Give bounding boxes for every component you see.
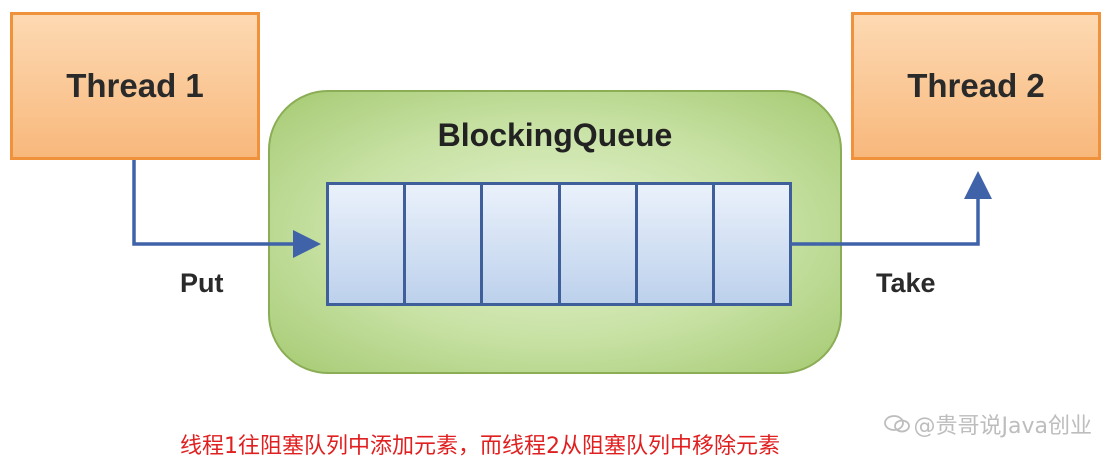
chat-bubble-icon — [883, 415, 910, 433]
queue-slot — [560, 185, 638, 303]
queue-slot — [714, 185, 790, 303]
take-arrow — [790, 171, 992, 246]
blocking-queue-container: BlockingQueue — [268, 90, 842, 374]
queue-slot — [329, 185, 407, 303]
thread-1-label: Thread 1 — [66, 67, 204, 104]
put-label: Put — [180, 268, 224, 298]
queue-slot — [406, 185, 484, 303]
watermark: @贵哥说Java创业 — [883, 408, 1092, 440]
queue-slot — [483, 185, 561, 303]
thread-1-box: Thread 1 — [10, 12, 260, 160]
diagram-caption: 线程1往阻塞队列中添加元素，而线程2从阻塞队列中移除元素 — [180, 434, 780, 459]
queue-slots — [326, 182, 792, 306]
thread-2-box: Thread 2 — [851, 12, 1101, 160]
watermark-text: @贵哥说Java创业 — [913, 414, 1092, 439]
put-arrow — [132, 160, 321, 258]
queue-slot — [637, 185, 715, 303]
thread-2-label: Thread 2 — [907, 67, 1045, 104]
take-label: Take — [876, 268, 936, 298]
blocking-queue-title: BlockingQueue — [437, 117, 673, 153]
